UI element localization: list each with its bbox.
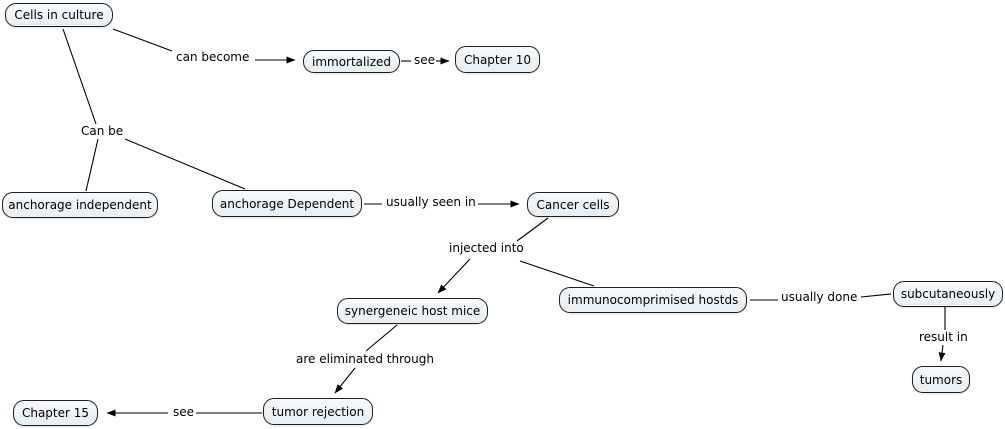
- node-synergeneic-host-mice[interactable]: synergeneic host mice: [337, 298, 488, 324]
- edge-cancercells-to-injected: [516, 217, 549, 242]
- node-anchorage-independent[interactable]: anchorage independent: [2, 192, 158, 218]
- node-immunocomprimised-hostds[interactable]: immunocomprimised hostds: [559, 287, 747, 313]
- node-cells-in-culture[interactable]: Cells in culture: [5, 3, 113, 27]
- node-cancer-cells[interactable]: Cancer cells: [527, 192, 619, 217]
- link-label-result-in[interactable]: result in: [918, 330, 969, 344]
- node-tumors[interactable]: tumors: [912, 366, 970, 393]
- edge-canbe-to-anchorage-dependent: [124, 138, 246, 190]
- edge-synergeneic-to-eliminated: [365, 324, 398, 352]
- link-label-see-top[interactable]: see: [413, 53, 437, 67]
- edge-resultin-to-tumors: [938, 344, 946, 362]
- edge-usuallydone-to-subcutaneously: [860, 293, 892, 298]
- node-anchorage-dependent[interactable]: anchorage Dependent: [212, 190, 362, 217]
- edge-cells-to-canbecome: [112, 28, 173, 52]
- link-label-usually-seen-in[interactable]: usually seen in: [385, 195, 477, 209]
- link-label-see-bottom[interactable]: see: [172, 405, 196, 419]
- edge-canbe-to-anchorage-independent: [85, 138, 99, 192]
- link-label-are-eliminated-through[interactable]: are eliminated through: [295, 352, 435, 366]
- node-subcutaneously[interactable]: subcutaneously: [893, 281, 1003, 307]
- edge-eliminated-to-tumorrejection: [334, 367, 356, 394]
- node-immortalized[interactable]: immortalized: [303, 50, 400, 73]
- link-label-injected-into[interactable]: injected into: [448, 241, 525, 255]
- link-label-can-become[interactable]: can become: [175, 50, 251, 64]
- edge-injected-to-synergeneic: [437, 258, 471, 294]
- link-label-can-be[interactable]: Can be: [80, 124, 125, 138]
- edge-injected-to-immunocomprimised: [519, 260, 595, 287]
- node-tumor-rejection[interactable]: tumor rejection: [263, 398, 373, 425]
- node-chapter-10[interactable]: Chapter 10: [455, 46, 540, 73]
- node-chapter-15[interactable]: Chapter 15: [13, 400, 98, 426]
- edge-cells-to-canbe: [62, 28, 97, 125]
- link-label-usually-done[interactable]: usually done: [780, 290, 859, 304]
